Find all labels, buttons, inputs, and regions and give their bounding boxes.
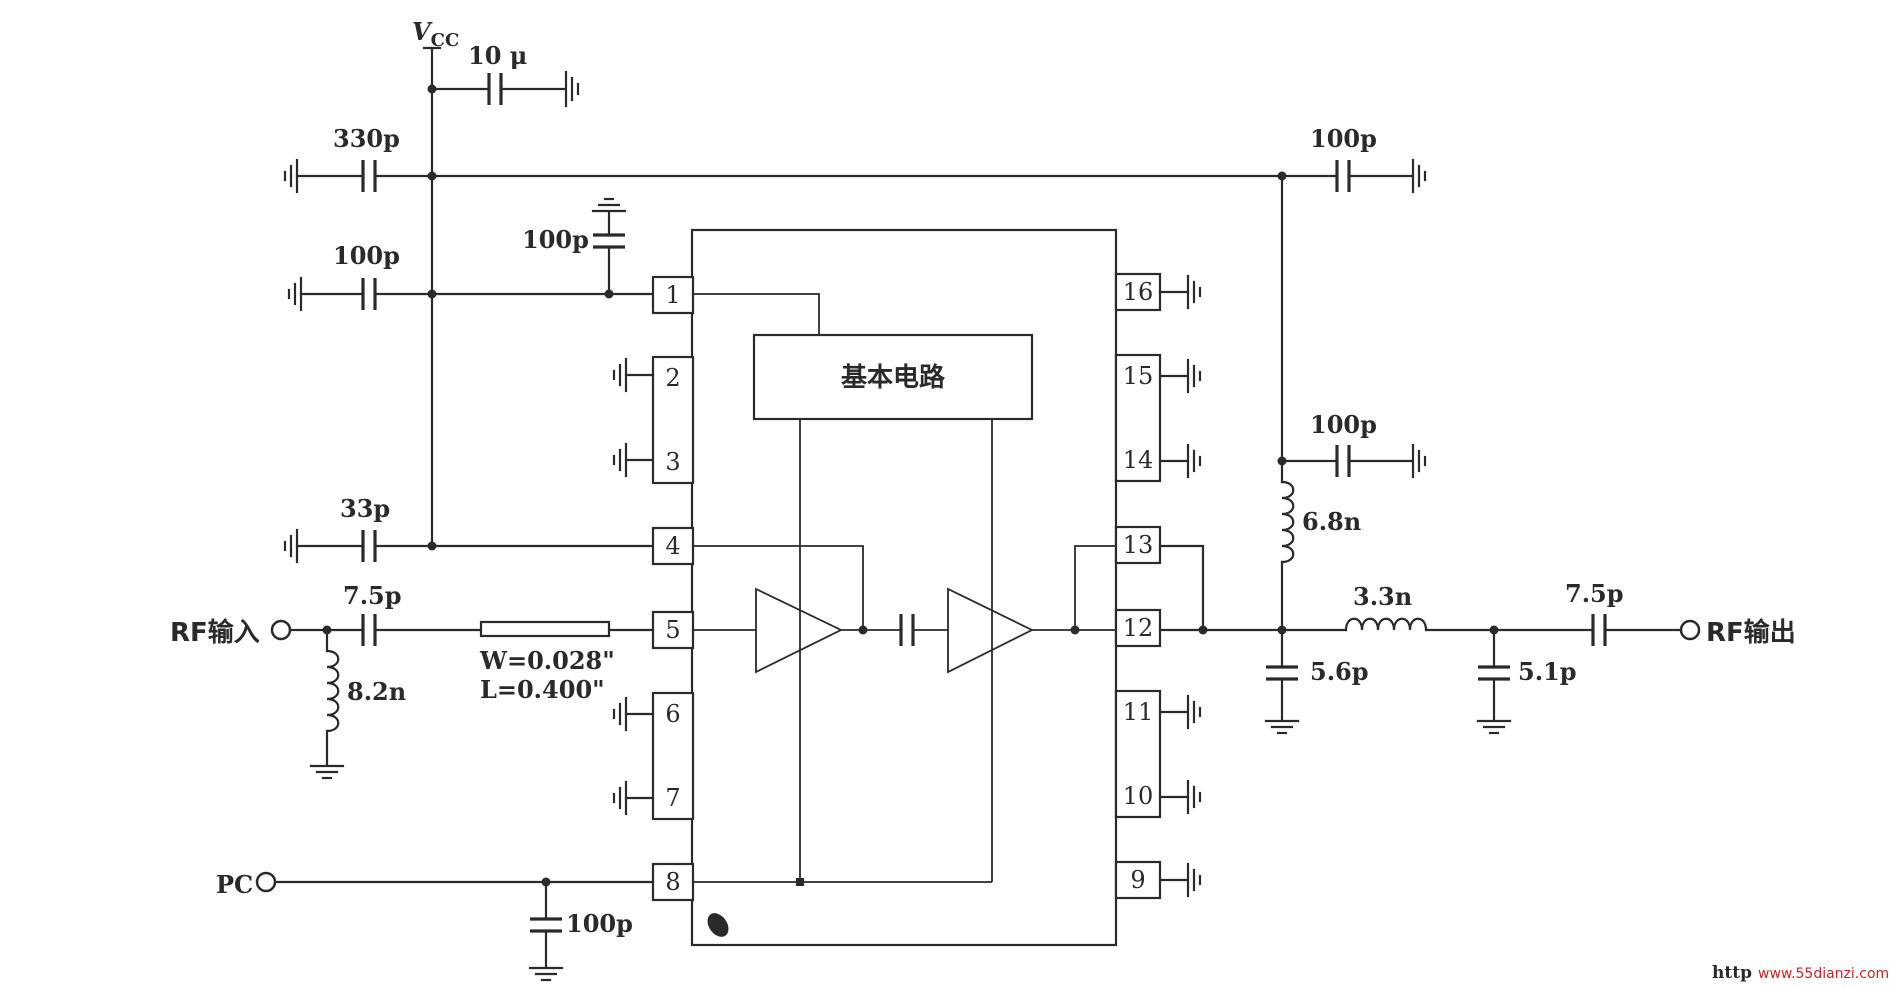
watermark: http www.55dianzi.com bbox=[1712, 963, 1889, 983]
pc-label: PC bbox=[216, 870, 253, 899]
ground-icon bbox=[1186, 779, 1202, 815]
label-3-3n: 3.3n bbox=[1353, 582, 1412, 611]
pin-10-label: 10 bbox=[1123, 782, 1154, 810]
label-100p-top-right: 100p bbox=[1310, 124, 1377, 153]
label-8-2n: 8.2n bbox=[347, 677, 406, 706]
ground-icon bbox=[309, 764, 345, 780]
ground-icon bbox=[283, 528, 299, 564]
ground-icon bbox=[1186, 862, 1202, 898]
pin-7-label: 7 bbox=[665, 784, 680, 812]
pin-group-15-14 bbox=[1114, 353, 1162, 483]
ground-icon bbox=[1476, 719, 1512, 735]
capacitor-10u: 10 μ bbox=[427, 41, 580, 108]
label-7-5p-in: 7.5p bbox=[343, 581, 402, 610]
rf-input-network: RF输入 7.5p W=0.028" L=0.400" 8.2n bbox=[170, 581, 655, 780]
pin-box-5 bbox=[651, 610, 695, 650]
ground-icon bbox=[1186, 358, 1202, 394]
ground-icon bbox=[564, 70, 580, 108]
ground-icon bbox=[612, 357, 628, 393]
pin-box-1 bbox=[651, 275, 695, 315]
label-7-5p-out: 7.5p bbox=[1565, 579, 1624, 608]
inductor-3-3n bbox=[1344, 617, 1428, 632]
pin-15-label: 15 bbox=[1123, 362, 1154, 390]
ground-icon bbox=[1264, 719, 1300, 735]
ground-icon bbox=[612, 780, 628, 816]
ground-icon bbox=[1411, 158, 1427, 194]
rf-input-label: RF输入 bbox=[170, 617, 260, 648]
label-10u: 10 μ bbox=[468, 41, 527, 70]
right-pins: 16 15 14 13 12 11 10 9 bbox=[1114, 272, 1162, 900]
ground-icon bbox=[1186, 694, 1202, 730]
pin-box-12 bbox=[1114, 608, 1162, 648]
capacitor-100p-pin1: 100p bbox=[522, 197, 627, 296]
pin-3-label: 3 bbox=[665, 448, 680, 476]
pin-box-13 bbox=[1114, 525, 1162, 565]
pin-1-label: 1 bbox=[665, 281, 680, 309]
pin-box-16 bbox=[1114, 272, 1162, 312]
ground-icon bbox=[1186, 274, 1202, 310]
pin-box-9 bbox=[1114, 860, 1162, 900]
capacitor-33p: 33p bbox=[283, 494, 437, 564]
ground-icon bbox=[591, 197, 627, 213]
ground-icon bbox=[283, 158, 299, 194]
label-5-1p: 5.1p bbox=[1518, 657, 1577, 686]
microstrip-line bbox=[479, 620, 611, 638]
pin-16-label: 16 bbox=[1123, 278, 1154, 306]
label-100p-pc: 100p bbox=[566, 909, 633, 938]
bias-circuit-block bbox=[752, 333, 1034, 421]
microstrip-length-label: L=0.400" bbox=[480, 675, 605, 704]
pin-5-label: 5 bbox=[665, 616, 680, 644]
label-5-6p: 5.6p bbox=[1310, 657, 1369, 686]
microstrip-width-label: W=0.028" bbox=[479, 646, 615, 675]
pc-control-network: PC 100p bbox=[216, 870, 655, 982]
ground-icon bbox=[287, 276, 303, 312]
ground-icon bbox=[612, 442, 628, 478]
watermark-prefix: http bbox=[1712, 963, 1752, 983]
pin-9-label: 9 bbox=[1130, 866, 1145, 894]
pin1-marker bbox=[707, 913, 729, 937]
label-100p-mid-right: 100p bbox=[1310, 410, 1377, 439]
pin-13-label: 13 bbox=[1123, 531, 1154, 559]
pc-port-icon[interactable] bbox=[255, 871, 277, 893]
vcc-supply: VCC bbox=[412, 17, 459, 547]
label-100p-left: 100p bbox=[333, 241, 400, 270]
right-pin-grounds bbox=[1158, 274, 1202, 898]
label-330p: 330p bbox=[333, 124, 400, 153]
pin-2-label: 2 bbox=[665, 364, 680, 392]
pin-11-label: 11 bbox=[1123, 698, 1154, 726]
inductor-8-2n bbox=[325, 649, 340, 733]
left-pin-grounds bbox=[612, 357, 655, 816]
pin-group-11-10 bbox=[1114, 689, 1162, 819]
bias-circuit-label: 基本电路 bbox=[841, 362, 946, 393]
capacitor-330p: 330p bbox=[283, 124, 434, 194]
pin-12-label: 12 bbox=[1123, 614, 1154, 642]
rf-input-port-icon[interactable] bbox=[270, 619, 292, 641]
inductor-6-8n bbox=[1280, 480, 1295, 564]
rf-output-label: RF输出 bbox=[1706, 617, 1796, 648]
pin-14-label: 14 bbox=[1123, 446, 1154, 474]
capacitor-100p-left: 100p bbox=[287, 241, 437, 312]
ground-icon bbox=[1411, 443, 1427, 479]
pin-6-label: 6 bbox=[665, 700, 680, 728]
rf-output-port-icon[interactable] bbox=[1679, 619, 1701, 641]
label-100p-pin1: 100p bbox=[522, 225, 589, 254]
pin-8-label: 8 bbox=[665, 868, 680, 896]
vcc-label: VCC bbox=[412, 17, 459, 51]
label-33p: 33p bbox=[340, 494, 390, 523]
pin-4-label: 4 bbox=[665, 532, 680, 560]
rf-output-network: 100p 100p 6.8n 5 bbox=[1158, 124, 1796, 735]
ground-icon bbox=[1186, 443, 1202, 479]
label-6-8n: 6.8n bbox=[1302, 507, 1361, 536]
ground-icon bbox=[612, 696, 628, 732]
amplifier-stage-2 bbox=[947, 587, 1035, 674]
watermark-site: www.55dianzi.com bbox=[1758, 966, 1889, 982]
ground-icon bbox=[528, 966, 564, 982]
ic-package: 1 2 3 4 5 6 7 8 16 15 14 13 12 bbox=[651, 228, 1162, 947]
pin-group-6-7 bbox=[651, 691, 695, 821]
left-pins: 1 2 3 4 5 6 7 8 bbox=[651, 275, 695, 902]
pin-group-2-3 bbox=[651, 355, 695, 485]
